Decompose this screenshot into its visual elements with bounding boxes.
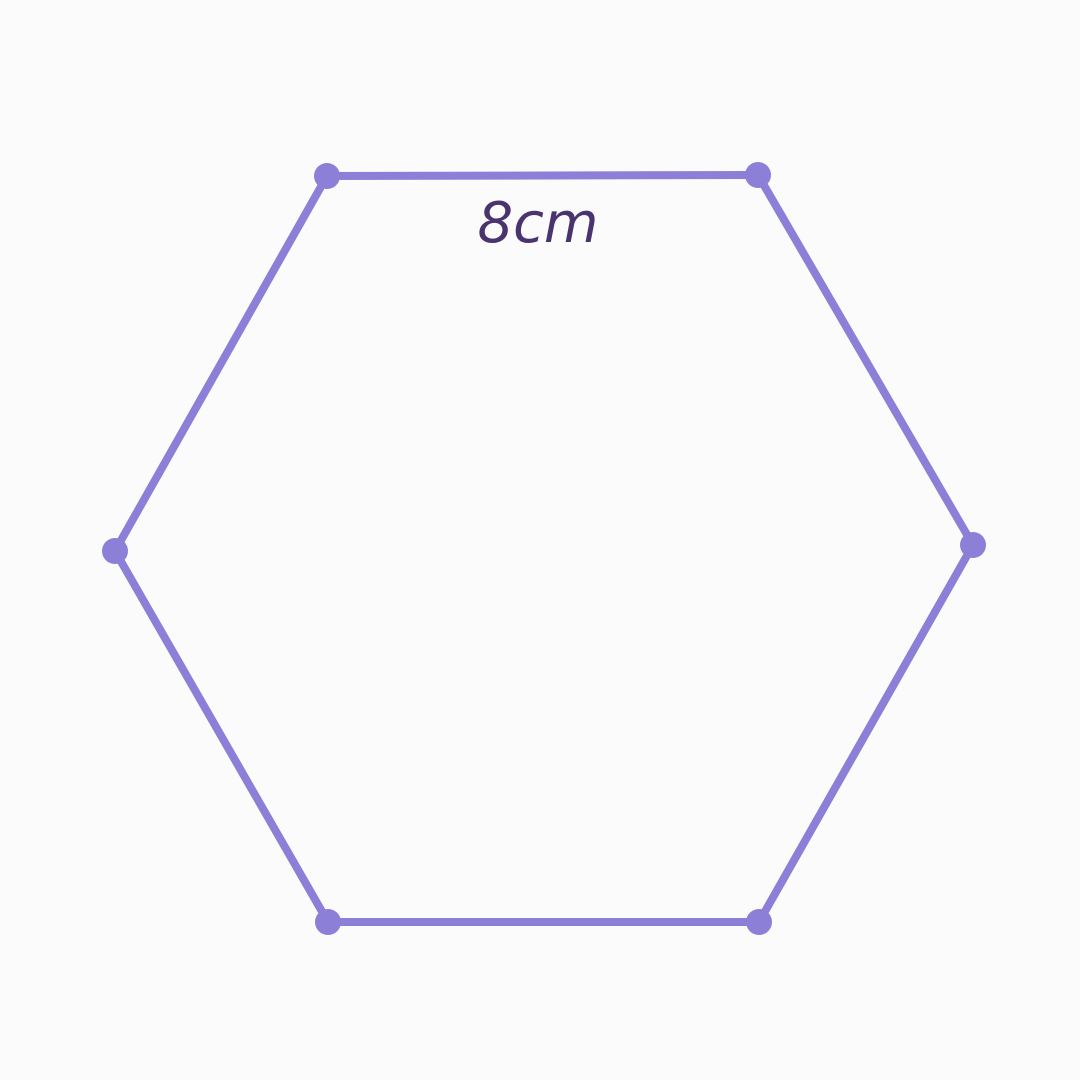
vertex-right	[960, 532, 986, 558]
vertex-bottom-right	[746, 909, 772, 935]
edge-upper-right	[754, 171, 977, 549]
edge-top	[323, 171, 762, 180]
vertex-top-left	[314, 163, 340, 189]
vertex-top-right	[745, 162, 771, 188]
side-length-label: 8cm	[478, 191, 599, 256]
edge-lower-left	[111, 547, 332, 926]
vertex-bottom-left	[315, 909, 341, 935]
edge-upper-left	[111, 172, 331, 555]
edge-lower-right	[755, 541, 977, 926]
vertex-left	[102, 538, 128, 564]
hexagon-edges	[111, 171, 977, 926]
hexagon-vertices	[102, 162, 986, 935]
